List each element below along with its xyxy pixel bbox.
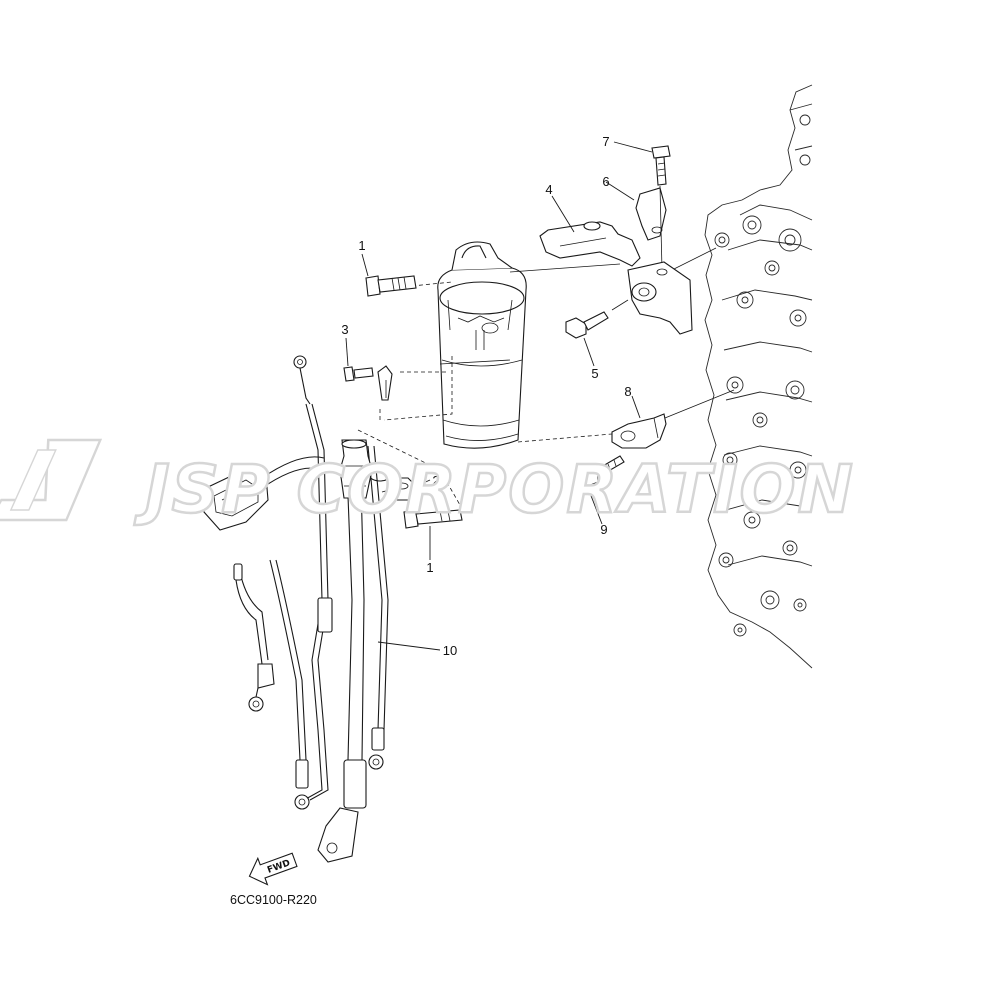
callout-2: 2 xyxy=(432,473,439,488)
clamp xyxy=(611,413,667,449)
nut xyxy=(389,477,415,501)
bracket xyxy=(539,221,641,267)
callout-8: 8 xyxy=(624,384,631,399)
watermark-text: JSP CORPORATION xyxy=(134,451,855,528)
callout-1-upper: 1 xyxy=(358,238,365,253)
callout-4: 4 xyxy=(545,182,552,197)
callout-3: 3 xyxy=(341,322,348,337)
bolt-upper xyxy=(365,275,417,297)
engine-block xyxy=(704,84,813,669)
bolt-lower xyxy=(403,509,463,529)
bolt-short xyxy=(651,145,671,271)
fwd-arrow-icon: FWD xyxy=(248,852,298,886)
callout-9: 9 xyxy=(600,522,607,537)
callout-6: 6 xyxy=(602,174,609,189)
callout-1-lower: 1 xyxy=(426,560,433,575)
bolt-clamp xyxy=(577,455,625,487)
holder xyxy=(635,187,667,241)
watermark: JSP CORPORATION xyxy=(0,438,855,529)
mount-bracket xyxy=(627,261,693,335)
callout-10: 10 xyxy=(443,643,457,658)
starter-motor xyxy=(437,241,527,449)
callout-7: 7 xyxy=(602,134,609,149)
callout-5: 5 xyxy=(591,366,598,381)
screw xyxy=(343,365,393,401)
diagram-code: 6CC9100-R220 xyxy=(230,893,317,907)
bolt-mount xyxy=(565,299,629,339)
wire-harness xyxy=(203,355,389,863)
